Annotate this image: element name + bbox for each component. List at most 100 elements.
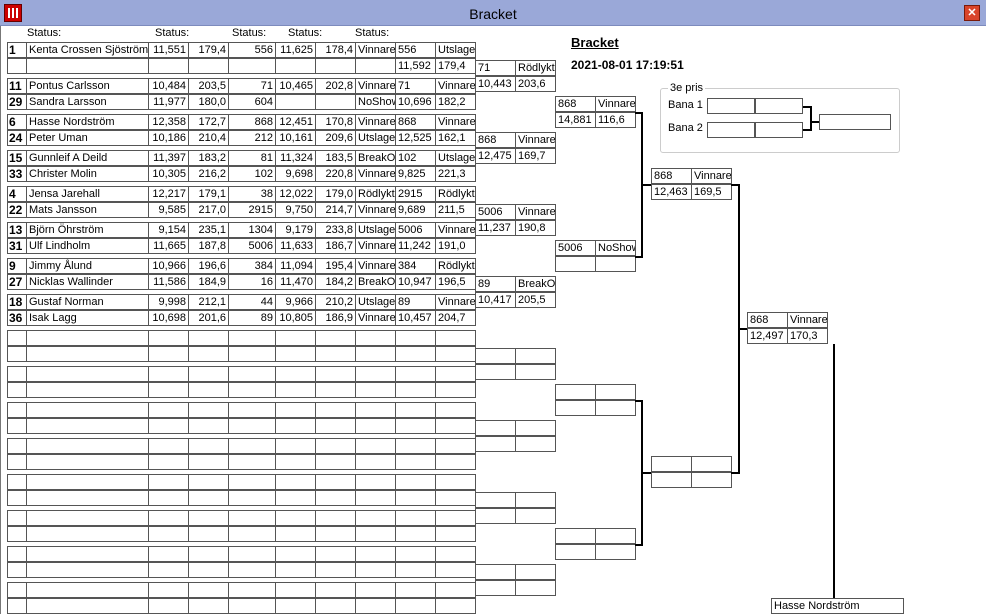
participant-v1-cell[interactable] — [148, 490, 189, 506]
participant-seed-cell[interactable] — [7, 382, 27, 398]
participant-seed-cell[interactable]: 33 — [7, 166, 27, 182]
participant-name-cell[interactable]: Gustaf Norman — [26, 294, 149, 310]
participant-seed-cell[interactable]: 1 — [7, 42, 27, 58]
participant-v4-cell[interactable] — [275, 346, 316, 362]
round2-match-value[interactable]: 102 — [395, 150, 436, 166]
participant-v1-cell[interactable]: 9,154 — [148, 222, 189, 238]
participant-seed-cell[interactable] — [7, 490, 27, 506]
participant-v2-cell[interactable]: 217,0 — [188, 202, 229, 218]
round2-match-value[interactable]: 10,696 — [395, 94, 436, 110]
round3-match-value[interactable] — [475, 436, 516, 452]
round2-match-status[interactable] — [435, 346, 476, 362]
participant-v4-cell[interactable] — [275, 562, 316, 578]
participant-v3-cell[interactable] — [228, 330, 276, 346]
round4-match-value[interactable] — [555, 400, 596, 416]
participant-v1-cell[interactable] — [148, 582, 189, 598]
participant-v3-cell[interactable] — [228, 526, 276, 542]
round5-match-status[interactable]: Vinnare — [691, 168, 732, 184]
participant-v2-cell[interactable] — [188, 474, 229, 490]
round3-match-value[interactable]: 71 — [475, 60, 516, 76]
participant-v2-cell[interactable]: 235,1 — [188, 222, 229, 238]
round2-match-status[interactable]: 221,3 — [435, 166, 476, 182]
participant-v1-cell[interactable]: 10,966 — [148, 258, 189, 274]
participant-v2-cell[interactable] — [188, 418, 229, 434]
round2-match-value[interactable] — [395, 582, 436, 598]
participant-st-cell[interactable] — [355, 562, 396, 578]
participant-v4-cell[interactable] — [275, 454, 316, 470]
participant-v5-cell[interactable]: 178,4 — [315, 42, 356, 58]
round2-match-status[interactable] — [435, 418, 476, 434]
round2-match-value[interactable]: 10,457 — [395, 310, 436, 326]
participant-seed-cell[interactable]: 9 — [7, 258, 27, 274]
participant-v4-cell[interactable] — [275, 330, 316, 346]
round2-match-value[interactable] — [395, 510, 436, 526]
round2-match-status[interactable]: 211,5 — [435, 202, 476, 218]
participant-v2-cell[interactable]: 187,8 — [188, 238, 229, 254]
round2-match-value[interactable]: 11,242 — [395, 238, 436, 254]
participant-st-cell[interactable] — [355, 382, 396, 398]
participant-st-cell[interactable] — [355, 598, 396, 614]
participant-name-cell[interactable]: Peter Uman — [26, 130, 149, 146]
participant-v2-cell[interactable]: 184,9 — [188, 274, 229, 290]
participant-v5-cell[interactable] — [315, 582, 356, 598]
round2-match-value[interactable]: 89 — [395, 294, 436, 310]
participant-name-cell[interactable] — [26, 526, 149, 542]
round2-match-value[interactable] — [395, 474, 436, 490]
participant-v4-cell[interactable] — [275, 402, 316, 418]
participant-name-cell[interactable] — [26, 474, 149, 490]
participant-seed-cell[interactable]: 36 — [7, 310, 27, 326]
round4-match-value[interactable] — [555, 528, 596, 544]
participant-v4-cell[interactable] — [275, 382, 316, 398]
participant-seed-cell[interactable]: 6 — [7, 114, 27, 130]
round2-match-status[interactable]: 196,5 — [435, 274, 476, 290]
round4-match-value[interactable]: 14,881 — [555, 112, 596, 128]
participant-v4-cell[interactable] — [275, 598, 316, 614]
final-match-status[interactable]: Vinnare — [787, 312, 828, 328]
participant-st-cell[interactable]: Vinnare — [355, 114, 396, 130]
participant-st-cell[interactable]: NoShow — [355, 94, 396, 110]
participant-name-cell[interactable] — [26, 418, 149, 434]
participant-name-cell[interactable]: Ulf Lindholm — [26, 238, 149, 254]
participant-v3-cell[interactable] — [228, 402, 276, 418]
participant-v4-cell[interactable]: 10,465 — [275, 78, 316, 94]
participant-v4-cell[interactable] — [275, 546, 316, 562]
participant-v5-cell[interactable] — [315, 402, 356, 418]
round2-match-value[interactable]: 12,525 — [395, 130, 436, 146]
round2-match-value[interactable]: 11,592 — [395, 58, 436, 74]
participant-seed-cell[interactable]: 13 — [7, 222, 27, 238]
round2-match-value[interactable] — [395, 418, 436, 434]
participant-st-cell[interactable]: BreakOut — [355, 274, 396, 290]
participant-v2-cell[interactable] — [188, 330, 229, 346]
round5-match-status[interactable] — [691, 472, 732, 488]
lane-2-cell-a[interactable] — [707, 122, 755, 138]
round5-match-status[interactable] — [691, 456, 732, 472]
participant-v1-cell[interactable]: 11,586 — [148, 274, 189, 290]
round4-match-status[interactable] — [595, 544, 636, 560]
round3-match-value[interactable]: 868 — [475, 132, 516, 148]
participant-v4-cell[interactable] — [275, 94, 316, 110]
participant-v2-cell[interactable]: 210,4 — [188, 130, 229, 146]
participant-name-cell[interactable] — [26, 346, 149, 362]
round2-match-status[interactable] — [435, 582, 476, 598]
round3-match-status[interactable]: BreakOut — [515, 276, 556, 292]
round4-match-value[interactable]: 5006 — [555, 240, 596, 256]
participant-v1-cell[interactable]: 11,397 — [148, 150, 189, 166]
participant-seed-cell[interactable] — [7, 598, 27, 614]
participant-v1-cell[interactable] — [148, 418, 189, 434]
round2-match-status[interactable]: 162,1 — [435, 130, 476, 146]
participant-v3-cell[interactable] — [228, 582, 276, 598]
participant-v5-cell[interactable]: 202,8 — [315, 78, 356, 94]
participant-v1-cell[interactable] — [148, 546, 189, 562]
participant-v4-cell[interactable]: 9,750 — [275, 202, 316, 218]
participant-v5-cell[interactable] — [315, 94, 356, 110]
participant-v3-cell[interactable] — [228, 346, 276, 362]
round3-match-status[interactable] — [515, 508, 556, 524]
round3-match-status[interactable]: Vinnare — [515, 204, 556, 220]
participant-v3-cell[interactable] — [228, 490, 276, 506]
participant-st-cell[interactable]: Vinnare — [355, 310, 396, 326]
round2-match-value[interactable] — [395, 562, 436, 578]
participant-v3-cell[interactable] — [228, 546, 276, 562]
participant-v4-cell[interactable]: 12,022 — [275, 186, 316, 202]
round2-match-value[interactable] — [395, 382, 436, 398]
round3-match-status[interactable]: 205,5 — [515, 292, 556, 308]
